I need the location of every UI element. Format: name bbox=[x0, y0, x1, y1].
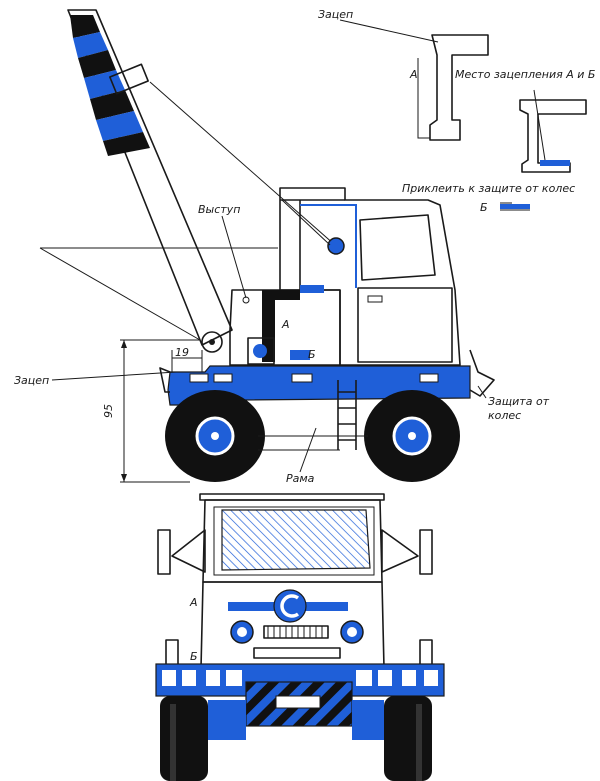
dimension-19 bbox=[171, 350, 203, 372]
vystup-leader bbox=[221, 215, 247, 299]
zashchita-label-2: колес bbox=[488, 409, 521, 422]
vystup-label: Выступ bbox=[198, 203, 240, 216]
zatsep-top-label: Зацеп bbox=[318, 8, 353, 21]
point-a-side-label: А bbox=[281, 318, 290, 331]
zatsep-left-label: Зацеп bbox=[14, 374, 49, 387]
hook-detail-b bbox=[519, 89, 587, 173]
hook-detail-a bbox=[417, 34, 489, 141]
front-view bbox=[155, 493, 445, 781]
crane-lower-body bbox=[229, 285, 341, 366]
point-b-front-label: Б bbox=[190, 650, 198, 663]
rama-leader bbox=[299, 427, 317, 473]
mesto-label: Место зацепления А и Б bbox=[455, 68, 595, 81]
dimension-95 bbox=[120, 339, 200, 483]
zashchita-label-1: Защита от bbox=[488, 395, 550, 408]
boom-shadow-lines bbox=[39, 247, 278, 341]
rama-label: Рама bbox=[286, 472, 315, 485]
prikleit-label: Приклеить к защите от колес bbox=[402, 182, 575, 195]
zatsep-left-leader bbox=[51, 371, 177, 381]
zashchita-leader bbox=[477, 385, 487, 399]
point-a-top-label: А bbox=[409, 68, 418, 81]
point-a-front-label: А bbox=[189, 596, 198, 609]
point-b-top-label: Б bbox=[480, 201, 488, 214]
dim-95-label: 95 bbox=[102, 404, 115, 418]
dim-19-label: 19 bbox=[175, 346, 189, 359]
side-wheel-front bbox=[165, 390, 265, 482]
glue-strip-detail bbox=[500, 202, 530, 211]
point-b-side-label: Б bbox=[308, 348, 316, 361]
zatsep-top-leader bbox=[339, 19, 439, 43]
crane-boom bbox=[67, 9, 336, 353]
crane-cabin bbox=[279, 187, 461, 366]
side-wheel-rear bbox=[364, 390, 460, 482]
